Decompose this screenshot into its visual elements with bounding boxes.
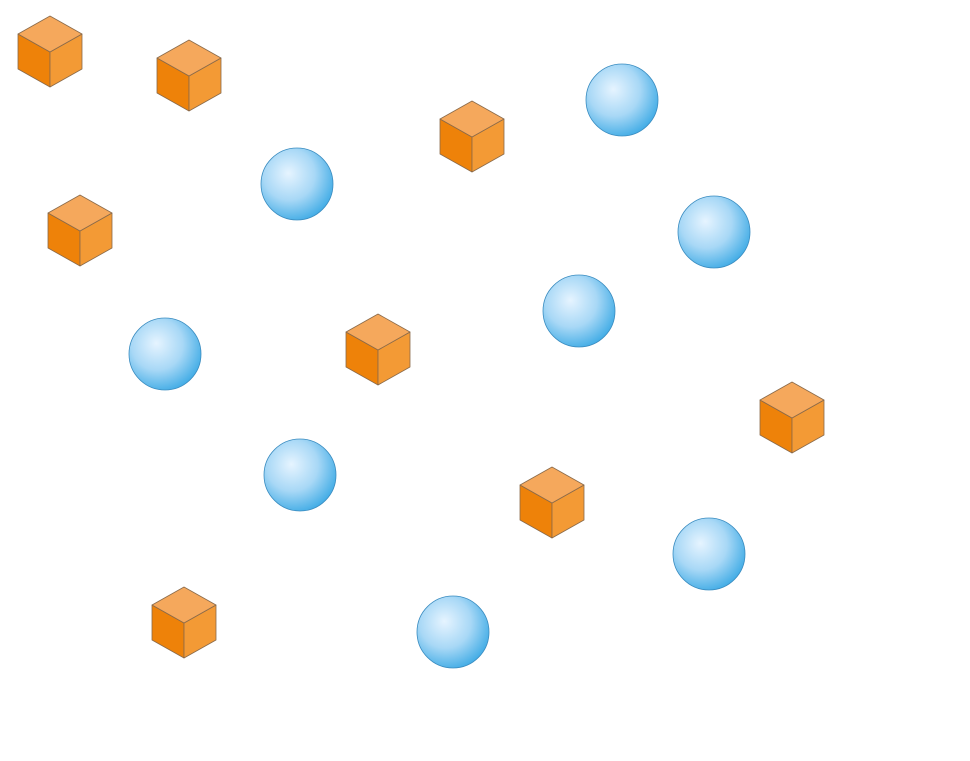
cube-5 bbox=[345, 313, 411, 386]
sphere-8 bbox=[416, 595, 490, 669]
cube-top-face bbox=[345, 313, 411, 351]
sphere-5 bbox=[128, 317, 202, 391]
cube-top-face bbox=[47, 194, 113, 232]
cube-2 bbox=[156, 39, 222, 112]
shapes-layer bbox=[17, 15, 825, 669]
cube-top-face bbox=[759, 381, 825, 419]
sphere-1 bbox=[585, 63, 659, 137]
cube-top-face bbox=[156, 39, 222, 77]
cube-6 bbox=[759, 381, 825, 454]
cube-4 bbox=[47, 194, 113, 267]
cube-1 bbox=[17, 15, 83, 88]
sphere-6 bbox=[263, 438, 337, 512]
sphere-3 bbox=[677, 195, 751, 269]
cube-7 bbox=[519, 466, 585, 539]
cube-8 bbox=[151, 586, 217, 659]
sphere-4 bbox=[542, 274, 616, 348]
cube-top-face bbox=[17, 15, 83, 53]
cube-3 bbox=[439, 100, 505, 173]
cube-top-face bbox=[519, 466, 585, 504]
sphere-2 bbox=[260, 147, 334, 221]
sphere-7 bbox=[672, 517, 746, 591]
cube-top-face bbox=[439, 100, 505, 138]
cube-top-face bbox=[151, 586, 217, 624]
